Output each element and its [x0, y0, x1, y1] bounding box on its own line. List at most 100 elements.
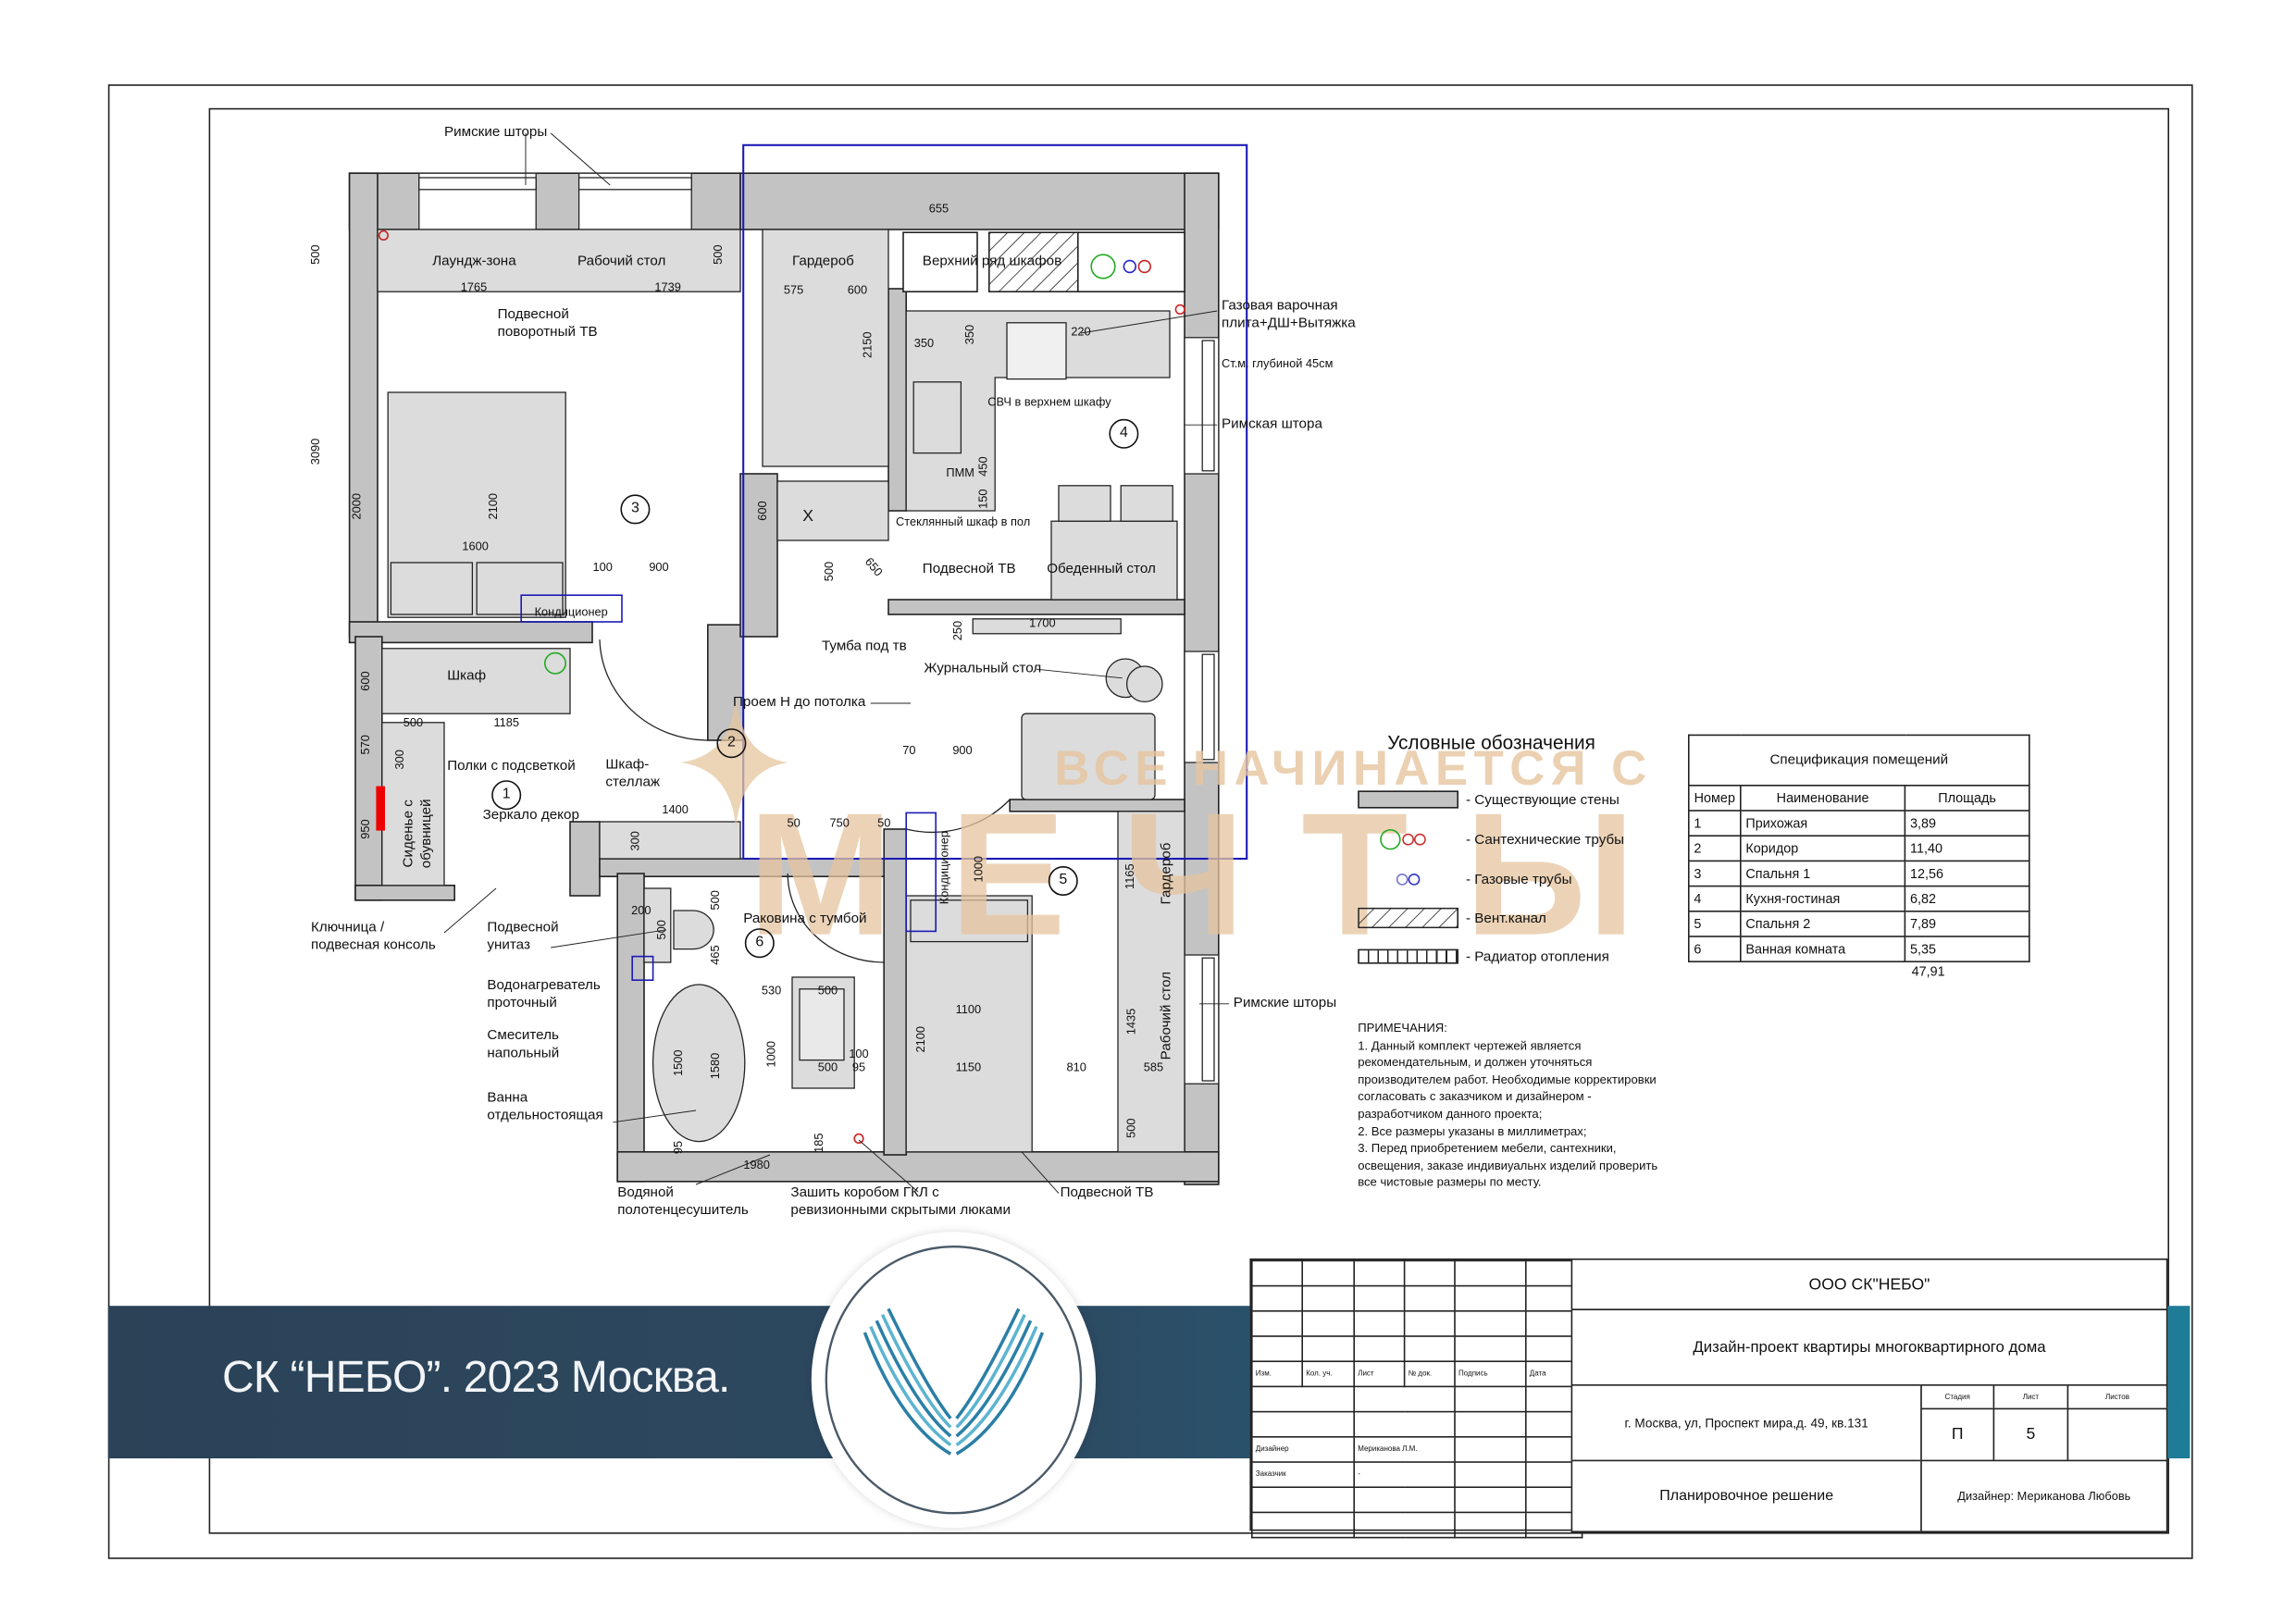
dimension-label: 500 — [822, 561, 837, 582]
plan-label: Водонагреватель проточный — [487, 977, 601, 1010]
room-number-badge: 5 — [1048, 866, 1078, 896]
watermark-star-icon — [681, 696, 788, 829]
note-line: 2. Все размеры указаны в миллиметрах; — [1358, 1124, 1587, 1138]
dimension-label: 810 — [1066, 1060, 1086, 1074]
room-number-badge: 1 — [491, 780, 522, 811]
banner-text: СК “НЕБО”. 2023 Москва. — [222, 1353, 730, 1403]
dimension-label: 185 — [812, 1133, 825, 1153]
plan-label: Римская штора — [1222, 415, 1322, 433]
dimension-label: 585 — [1143, 1060, 1164, 1074]
plan-label: Шкаф — [447, 667, 487, 685]
dimension-label: 530 — [761, 984, 782, 998]
plan-label: Зеркало декор — [482, 807, 579, 824]
plan-label: Стеклянный шкаф в пол — [896, 514, 1031, 529]
dimension-label: 50 — [877, 816, 891, 830]
plan-label: Рабочий стол — [577, 253, 666, 270]
gas-hob — [1006, 322, 1067, 380]
dimension-label: 1000 — [764, 1040, 778, 1068]
sheets-count — [2066, 1407, 2168, 1462]
plan-label: Тумба под тв — [822, 638, 907, 655]
project-title: Дизайн-проект квартиры многоквартирного … — [1570, 1308, 2168, 1386]
plan-label: Обеденный стол — [1047, 561, 1156, 577]
dimension-label: 650 — [862, 554, 886, 579]
plan-label: Подвесной ТВ — [922, 561, 1016, 577]
dimension-label: 950 — [359, 819, 373, 839]
dimension-label: 500 — [308, 244, 322, 265]
signer-role: Дизайнер — [1251, 1436, 1356, 1463]
dimension-label: 50 — [787, 816, 800, 830]
note-line: производителем работ. Необходимые коррек… — [1358, 1072, 1657, 1087]
dimension-label: 1435 — [1124, 1008, 1138, 1035]
vent-channel-icon — [1358, 907, 1458, 929]
rev-header: Кол. уч. — [1301, 1360, 1356, 1388]
plan-label: СВЧ в верхнем шкафу — [987, 395, 1111, 409]
dimension-label: 1765 — [460, 280, 488, 294]
dimension-label: 95 — [851, 1060, 866, 1074]
room-number-badge: 4 — [1109, 418, 1139, 449]
legend-item-radiator: - Радиатор отопления — [1358, 946, 1609, 966]
plan-label: Римские шторы — [444, 124, 548, 141]
plan-label: Полки с подсветкой — [447, 758, 576, 775]
dimension-label: 1700 — [1029, 616, 1056, 630]
note-line: рекомендательным, и должен уточняться — [1358, 1056, 1593, 1070]
dimension-label: 350 — [913, 337, 935, 351]
plumbing-pipe-icon — [544, 651, 567, 675]
sheet-title: Планировочное решение — [1570, 1459, 1922, 1532]
dimension-label: 600 — [755, 501, 770, 521]
sheet-header: Лист — [1992, 1384, 2069, 1410]
plan-label: Римские шторы — [1233, 995, 1337, 1011]
room-number-badge: 6 — [744, 928, 775, 959]
dimension-label: 1980 — [743, 1159, 770, 1172]
highlight-frame — [742, 143, 1248, 861]
dimension-label: 1150 — [955, 1060, 982, 1074]
upper-cabinet — [902, 231, 978, 293]
plan-label: Смеситель напольный — [487, 1027, 560, 1061]
dining-table — [1050, 520, 1178, 601]
sheet-inner-frame — [208, 107, 2169, 1534]
sheets-header: Листов — [2066, 1384, 2168, 1410]
plumbing-pipe-icon — [1090, 254, 1116, 279]
hall-wardrobe — [381, 648, 571, 714]
radiator-icon — [1358, 948, 1458, 964]
note-line: согласовать с заказчиком и дизайнером - — [1358, 1090, 1592, 1104]
legend-item-plumbing: - Сантехнические трубы — [1358, 829, 1624, 850]
note-line: освещения, заказе индивиуальнх изделий п… — [1358, 1159, 1658, 1172]
door-swings — [599, 639, 1011, 963]
sheet-outer-border — [107, 84, 2193, 1559]
sheet-number: 5 — [1992, 1407, 2069, 1462]
upper-cabinet — [1077, 231, 1185, 293]
dimension-label: 450 — [976, 456, 990, 477]
dimension-label: 150 — [976, 489, 990, 509]
note-line: 3. Перед приобретением мебели, сантехник… — [1358, 1141, 1617, 1156]
plan-label: Подвесной унитаз — [487, 919, 559, 953]
ac-unit-marker — [520, 594, 623, 623]
dimension-label: 500 — [708, 890, 722, 911]
plumbing-pipe-icon — [853, 1133, 864, 1145]
dimension-label: 465 — [708, 945, 722, 965]
plan-label: Подвесной поворотный ТВ — [497, 306, 598, 341]
ac-unit-marker — [905, 812, 937, 933]
plan-label: Кондиционер — [937, 831, 951, 905]
stage-value: П — [1920, 1407, 1995, 1462]
rev-header: № док. — [1403, 1360, 1456, 1388]
dimension-label: 900 — [952, 744, 973, 758]
legend-label: - Вент.канал — [1466, 910, 1546, 926]
legend-item-walls: - Существующие стены — [1358, 789, 1620, 810]
room-number-badge: 2 — [716, 728, 747, 759]
spec-header: Наименование — [1740, 784, 1906, 812]
spec-title: Спецификация помещений — [1688, 734, 2030, 787]
water-heater-marker — [631, 955, 654, 982]
key-holder-marker — [376, 786, 385, 831]
dimension-label: 575 — [783, 283, 804, 297]
tv-stand — [972, 618, 1122, 635]
dimension-label: 500 — [655, 920, 669, 940]
kitchen-sink — [912, 381, 962, 454]
title-block: Изм. Кол. уч. Лист № док. Подпись Дата Д… — [1249, 1258, 2168, 1539]
wall-swatch-icon — [1358, 790, 1458, 809]
dimension-label: 500 — [817, 1060, 838, 1074]
spec-total-area: 47,91 — [1911, 963, 1945, 979]
